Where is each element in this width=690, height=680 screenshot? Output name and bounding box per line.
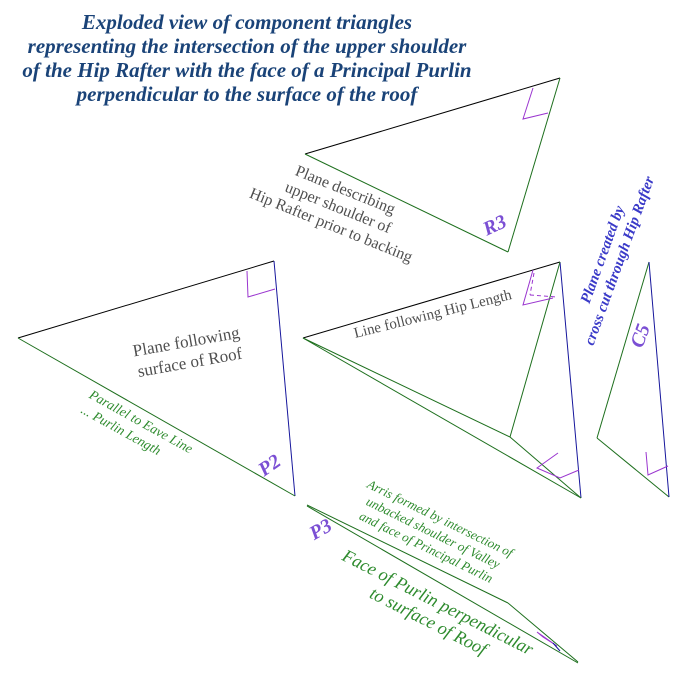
r3-edge-top [304,77,561,155]
c5-edge-right [648,261,670,498]
p3-edge-upper-bend [507,602,579,663]
triangle-c5 [596,261,670,498]
triangle-middle [302,261,582,499]
mid-edge-inner-rise [509,261,561,438]
p2-edge-right [273,260,296,497]
mid-edge-inner-upper [302,337,511,438]
diagram-title-line1: Exploded view of component triangles [81,10,413,34]
diagram-title-line2: representing the intersection of the upp… [27,34,467,58]
p2-edge-top [17,260,275,339]
mid-edge-top [302,261,561,339]
c5-edge-left [596,261,650,439]
triangle-r3 [304,77,561,253]
p3-edge-upper [306,504,509,604]
mid-bottom-angle-marker [535,452,580,479]
p3-edge-lower [306,505,579,664]
r3-right-angle-marker [522,87,549,120]
p3-tip-angle-marker [536,631,558,647]
diagram-title: Exploded view of component triangles rep… [0,10,494,106]
c5-right-angle-marker [645,451,669,476]
p2-right-angle-marker [246,270,276,298]
p2-edge-eave [17,337,296,497]
p3-tip-blue-segment [552,642,561,652]
r3-edge-right [507,77,561,253]
mid-edge-inner-lower [509,436,582,499]
sliver-p3 [306,504,579,664]
r3-edge-hypotenuse [304,153,509,253]
mid-top-angle-marker-dash-v [529,272,535,296]
diagram-title-line3: of the Hip Rafter with the face of a Pri… [22,58,472,82]
triangle-p2 [17,260,296,497]
mid-edge-lower [302,337,582,499]
mid-top-angle-marker-dash-h [529,294,558,298]
c5-edge-bottom [596,437,670,498]
mid-edge-right [559,261,582,499]
mid-top-angle-marker [522,269,554,306]
diagram-title-line4: perpendicular to the surface of the roof [76,82,418,106]
